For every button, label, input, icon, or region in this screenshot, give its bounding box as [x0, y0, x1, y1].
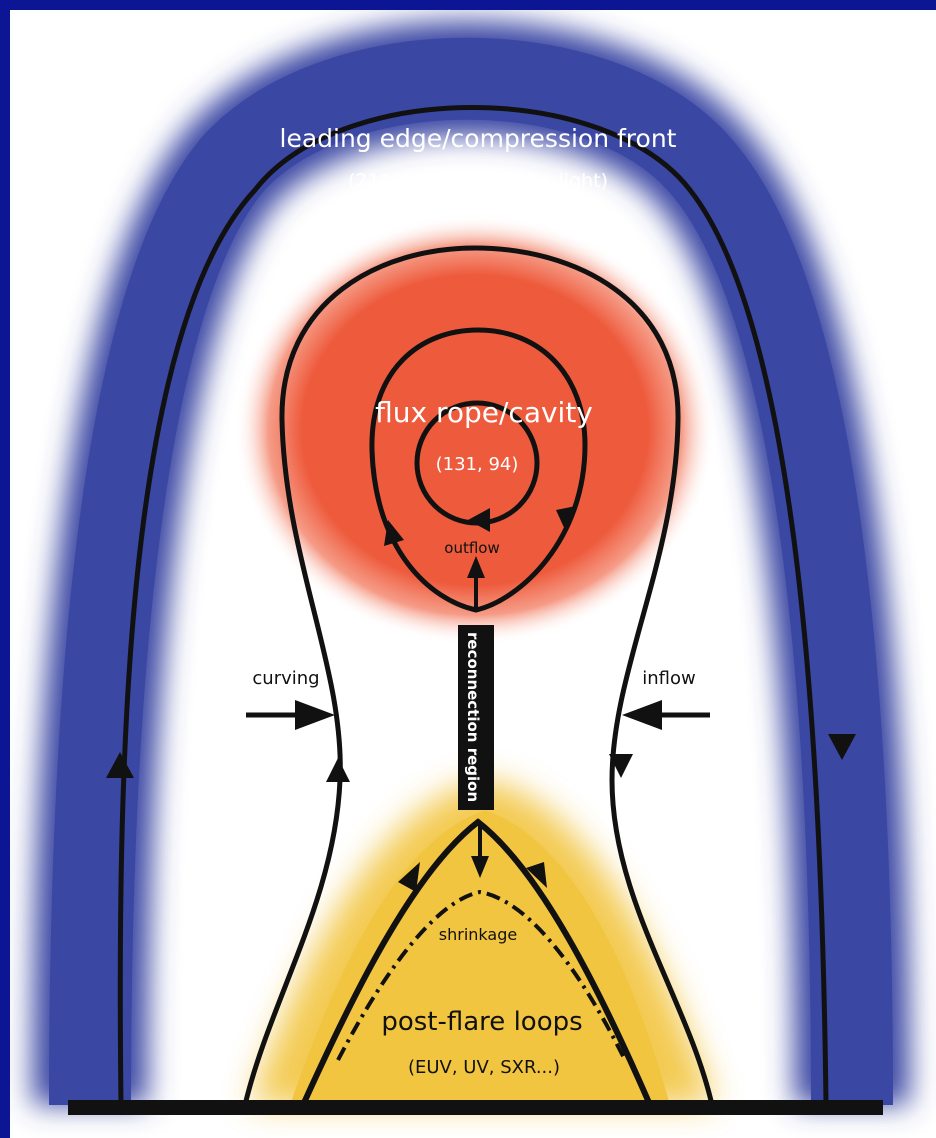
- reconnection-region-label: reconnection region: [464, 632, 482, 802]
- inflow-label: inflow: [642, 668, 695, 689]
- shrinkage-label: shrinkage: [439, 925, 517, 944]
- leading-edge-channels: (211, 193, 171, white light): [348, 170, 608, 192]
- photosphere-base: [68, 1100, 883, 1115]
- post-flare-channels: (EUV, UV, SXR...): [408, 1057, 560, 1078]
- leading-edge-title: leading edge/compression front: [280, 124, 677, 153]
- post-flare-title: post-flare loops: [381, 1007, 582, 1037]
- arrow-up-icon: [326, 758, 350, 782]
- cme-diagram: reconnection region leading edge/compres…: [10, 10, 936, 1138]
- diagram-frame: reconnection region leading edge/compres…: [10, 10, 936, 1138]
- flux-rope-channels: (131, 94): [436, 454, 519, 475]
- outflow-label: outflow: [444, 539, 499, 557]
- curving-label: curving: [252, 668, 319, 689]
- flux-rope-title: flux rope/cavity: [375, 396, 593, 429]
- arrow-left-icon: [622, 700, 662, 730]
- arrow-right-icon: [295, 700, 335, 730]
